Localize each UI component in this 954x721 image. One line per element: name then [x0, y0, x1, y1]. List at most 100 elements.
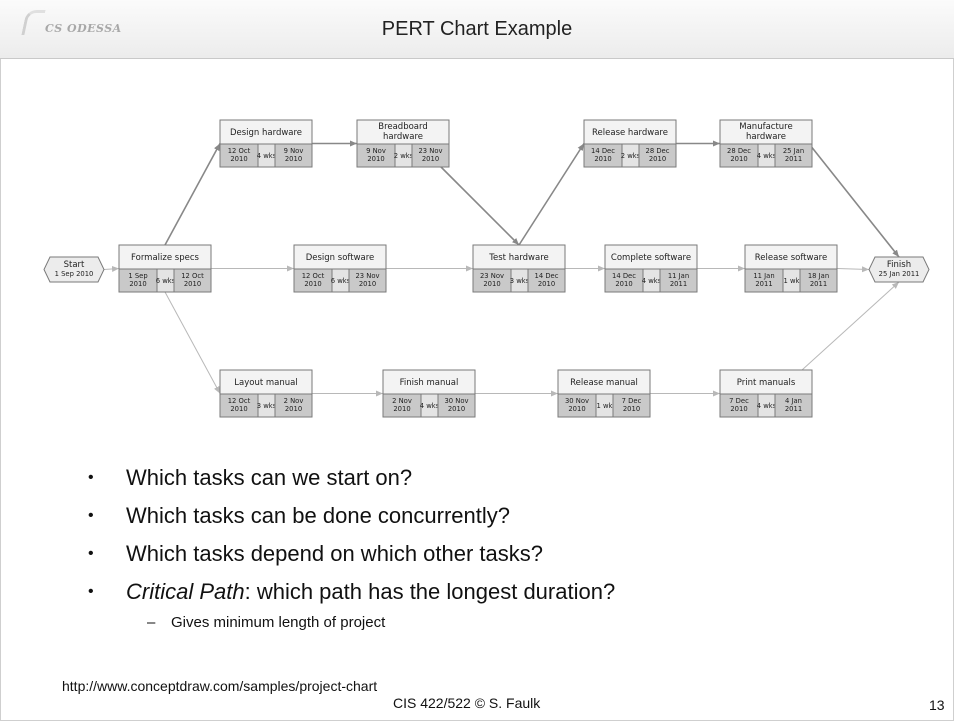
- task-name: hardware: [746, 132, 786, 142]
- task-end-date: 12 Oct: [181, 272, 204, 280]
- task-duration: 6 wks: [331, 277, 351, 285]
- task-title-box: [583, 119, 677, 145]
- source-url[interactable]: http://www.conceptdraw.com/samples/proje…: [62, 678, 378, 694]
- task-end-date: 9 Nov: [284, 147, 304, 155]
- task-name: Print manuals: [737, 378, 796, 388]
- task-start-date: 30 Nov: [565, 397, 589, 405]
- task-end-date: 18 Jan: [808, 272, 829, 280]
- milestone-shape: [43, 256, 105, 283]
- task-start-date: 1 Sep: [128, 272, 147, 280]
- task-duration: 2 wks: [621, 152, 641, 160]
- task-title-box: [472, 244, 566, 270]
- dash-icon: –: [147, 614, 156, 631]
- task-title-box: [719, 369, 813, 395]
- task-title-box: [293, 244, 387, 270]
- arrow-test_hw-to-release_hw: [518, 143, 585, 246]
- task-start-date: 28 Dec: [727, 147, 751, 155]
- task-start-year: 2010: [304, 280, 321, 288]
- task-end-cell: [173, 268, 212, 293]
- task-duration: 4 wks: [420, 402, 440, 410]
- task-start-date: 9 Nov: [366, 147, 386, 155]
- milestone-date: 25 Jan 2011: [879, 270, 920, 278]
- task-name: Release manual: [570, 378, 638, 388]
- milestone-date: 1 Sep 2010: [55, 270, 94, 278]
- arrow-breadboard-to-test_hw: [440, 166, 520, 246]
- task-end-cell: [638, 143, 677, 168]
- task-start-date: 14 Dec: [612, 272, 636, 280]
- task-start-date: 12 Oct: [302, 272, 325, 280]
- task-start-year: 2010: [393, 405, 410, 413]
- task-duration: 1 wk: [784, 277, 800, 285]
- milestone-label: Start: [64, 260, 85, 270]
- task-name: Design software: [306, 253, 375, 263]
- task-name: Layout manual: [234, 378, 297, 388]
- task-end-date: 30 Nov: [444, 397, 468, 405]
- task-end-year: 2010: [359, 280, 376, 288]
- task-duration: 4 wks: [642, 277, 662, 285]
- task-end-cell: [274, 143, 313, 168]
- page-number: 13: [929, 697, 945, 713]
- logo-text: CS ODESSA: [45, 22, 122, 35]
- task-title-box: [604, 244, 698, 270]
- task-name: Manufacture: [739, 122, 792, 132]
- cs-odessa-logo: CS ODESSA: [21, 10, 122, 35]
- task-end-cell: [612, 393, 651, 418]
- task-start-date: 12 Oct: [228, 147, 251, 155]
- task-start-year: 2010: [483, 280, 500, 288]
- task-start-year: 2010: [230, 155, 247, 163]
- task-end-date: 23 Nov: [418, 147, 442, 155]
- arrow-release_sw-to-finish: [836, 266, 870, 273]
- task-end-date: 23 Nov: [355, 272, 379, 280]
- task-end-cell: [437, 393, 476, 418]
- task-name: Complete software: [611, 253, 691, 263]
- task-end-date: 25 Jan: [783, 147, 804, 155]
- bullet-item: •Critical Path: which path has the longe…: [88, 577, 615, 615]
- task-duration: 4 wks: [757, 402, 777, 410]
- milestone-shape: [868, 256, 930, 283]
- task-start-year: 2010: [615, 280, 632, 288]
- dependency-arrows: [103, 140, 900, 397]
- bullet-dot-icon: •: [88, 469, 94, 486]
- milestone-label: Finish: [887, 260, 911, 270]
- task-end-date: 7 Dec: [622, 397, 642, 405]
- task-duration: 4 wks: [757, 152, 777, 160]
- arrow-formalize-to-layout_manual: [164, 291, 221, 394]
- task-duration: 4 wks: [257, 152, 277, 160]
- arrow-start-to-formalize: [103, 265, 120, 272]
- task-title-box: [219, 369, 313, 395]
- bullet-item: •Which tasks can we start on?: [88, 463, 615, 501]
- task-start-date: 14 Dec: [591, 147, 615, 155]
- task-title-box: [118, 244, 212, 270]
- task-end-year: 2010: [422, 155, 439, 163]
- task-end-cell: [348, 268, 387, 293]
- task-start-year: 2010: [367, 155, 384, 163]
- task-end-year: 2010: [184, 280, 201, 288]
- task-name: Test hardware: [488, 253, 548, 263]
- task-end-cell: [774, 143, 813, 168]
- task-title-box: [557, 369, 651, 395]
- task-end-cell: [774, 393, 813, 418]
- footer-credit: CIS 422/522 © S. Faulk: [393, 695, 541, 711]
- task-end-year: 2010: [623, 405, 640, 413]
- task-start-date: 12 Oct: [228, 397, 251, 405]
- task-duration: 6 wks: [156, 277, 176, 285]
- task-end-date: 11 Jan: [668, 272, 689, 280]
- task-start-date: 23 Nov: [480, 272, 504, 280]
- bullet-item: •Which tasks can be done concurrently?: [88, 501, 615, 539]
- task-start-year: 2010: [568, 405, 585, 413]
- task-name: Breadboard: [378, 122, 428, 132]
- task-start-year: 2010: [230, 405, 247, 413]
- slide-title: PERT Chart Example: [381, 18, 573, 40]
- task-end-cell: [799, 268, 838, 293]
